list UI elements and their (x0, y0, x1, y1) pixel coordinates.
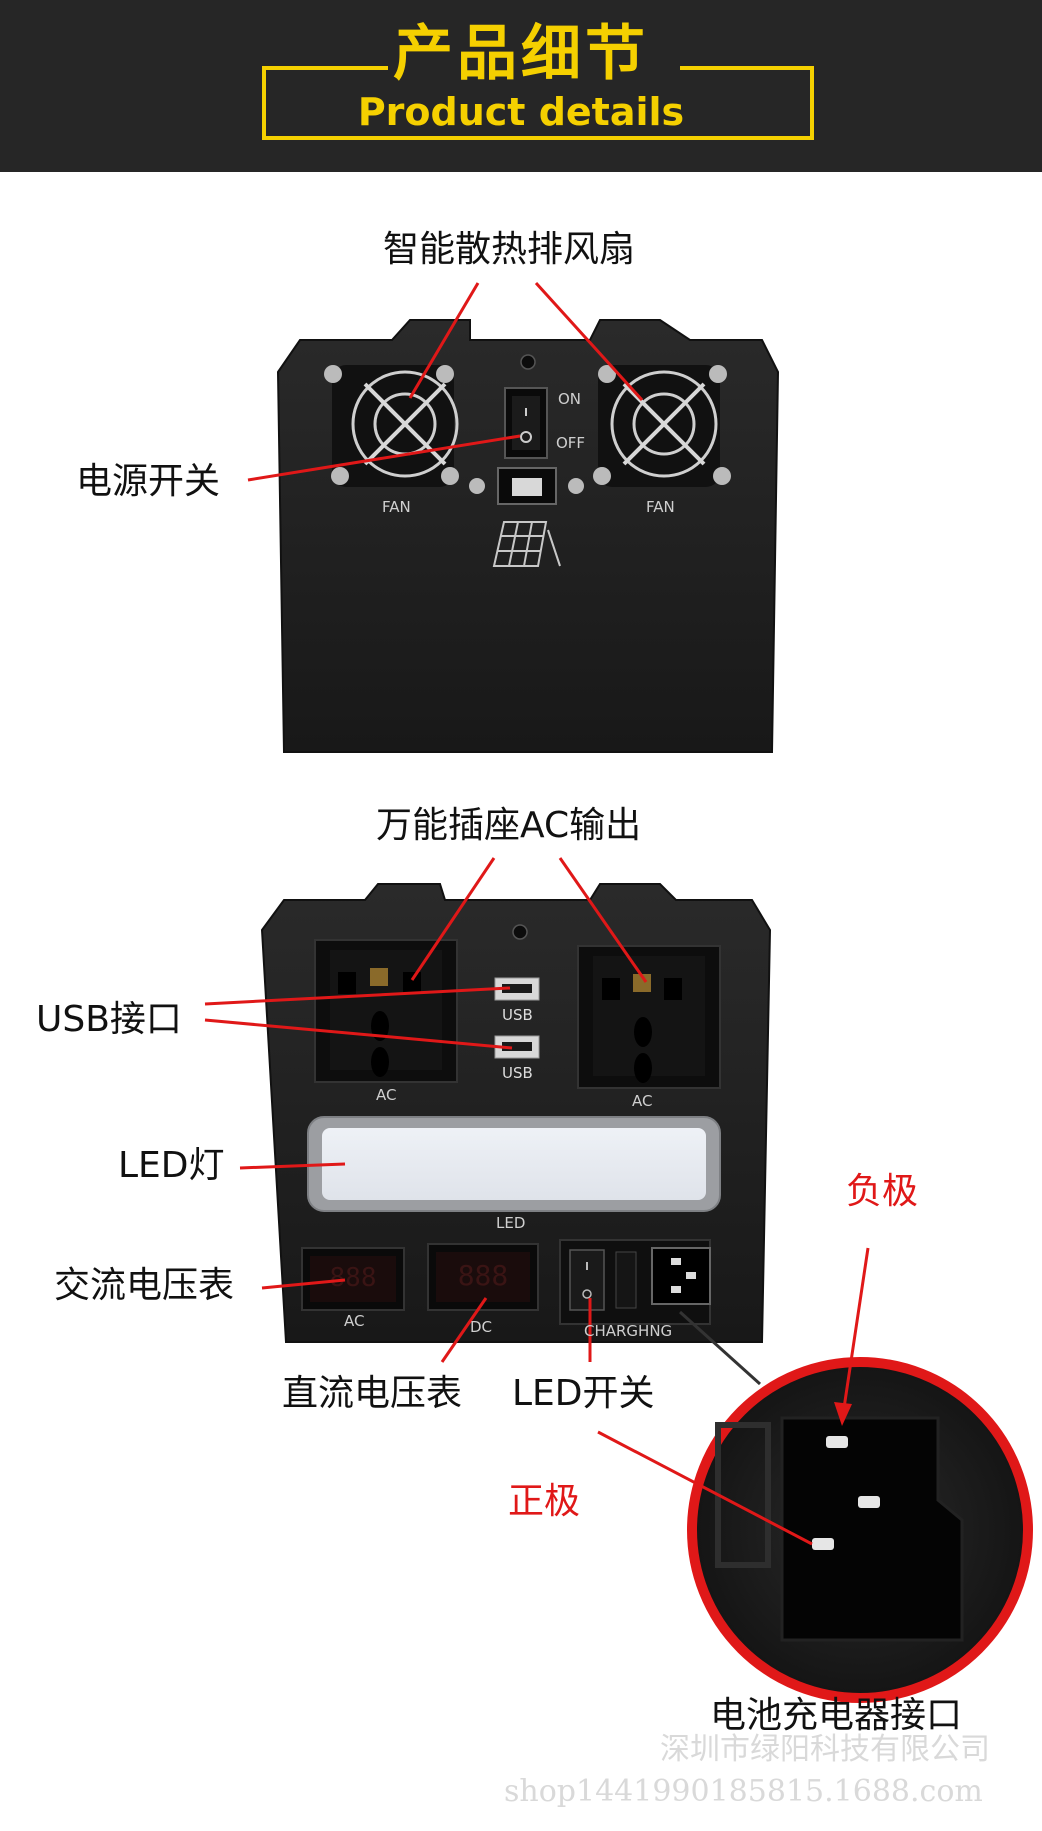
led-label: LED (496, 1214, 526, 1232)
fan-right-icon (593, 365, 731, 487)
fan-left-label: FAN (382, 498, 411, 516)
negative-arrow (834, 1247, 870, 1426)
callout-usb: USB接口 (36, 999, 182, 1040)
power-switch-icon (504, 387, 548, 459)
ac-left-label: AC (376, 1086, 397, 1104)
header-frame-gap (388, 56, 680, 80)
svg-text:888: 888 (458, 1259, 509, 1292)
charger-port-zoom (687, 1357, 1033, 1703)
callout-dc-voltmeter: 直流电压表 (282, 1373, 463, 1414)
dc-input-socket-icon (469, 467, 584, 505)
dc-meter-label: DC (470, 1318, 493, 1336)
bottom-panel: 888 888 (260, 883, 772, 1343)
usb-port-bottom-icon (494, 1035, 540, 1059)
usb-label-bottom: USB (502, 1064, 533, 1082)
fan-right-label: FAN (646, 498, 675, 516)
fan-left-icon (324, 365, 459, 487)
usb-label-top: USB (502, 1006, 533, 1024)
charging-label: CHARGHNG (584, 1322, 673, 1340)
zoom-leader-line (678, 1310, 762, 1386)
ac-meter-label: AC (344, 1312, 365, 1330)
top-panel (276, 319, 780, 753)
svg-text:888: 888 (330, 1263, 377, 1293)
usb-port-top-icon (494, 977, 540, 1001)
callout-positive: 正极 (508, 1481, 581, 1522)
watermark-company: 深圳市绿阳科技有限公司 (660, 1732, 990, 1767)
ac-outlet-left-icon (314, 939, 458, 1083)
header-title-en: Product details (357, 90, 685, 134)
switch-off-label: OFF (556, 434, 586, 452)
switch-on-label: ON (558, 390, 582, 408)
callout-ac-voltmeter: 交流电压表 (54, 1265, 235, 1306)
charger-port-icon (651, 1247, 711, 1305)
ac-voltmeter-icon: 888 (301, 1247, 405, 1311)
callout-led-light: LED灯 (118, 1145, 225, 1186)
ac-right-label: AC (632, 1092, 653, 1110)
callout-led-switch: LED开关 (512, 1373, 655, 1414)
callout-charger-port: 电池充电器接口 (710, 1695, 963, 1736)
callout-power-switch: 电源开关 (76, 461, 221, 502)
callout-lines (204, 281, 813, 1546)
header-banner (0, 0, 1042, 172)
solar-panel-icon (492, 521, 561, 567)
header-title-cn: 产品细节 (393, 19, 649, 89)
ac-outlet-right-icon (577, 945, 721, 1089)
callout-ac-output: 万能插座AC输出 (376, 805, 642, 846)
led-light-bar-icon (307, 1116, 721, 1212)
dc-voltmeter-icon: 888 (427, 1243, 539, 1311)
callout-negative: 负极 (846, 1171, 919, 1212)
watermark-shop: shop1441990185815.1688.com (504, 1774, 983, 1809)
callout-fans: 智能散热排风扇 (383, 229, 636, 270)
